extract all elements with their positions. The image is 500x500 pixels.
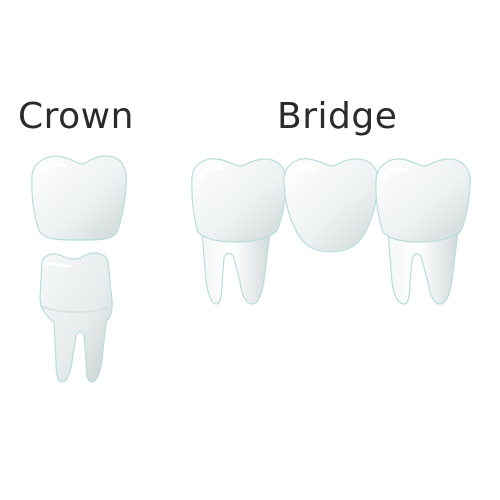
- crown-label: Crown: [18, 96, 134, 137]
- crown-cap: [31, 155, 127, 241]
- crown-prepared-tooth: [39, 252, 113, 383]
- bridge-right-tooth: [375, 158, 471, 305]
- bridge-pontic: [283, 158, 379, 253]
- bridge-label: Bridge: [277, 96, 398, 137]
- bridge-left-tooth: [191, 158, 287, 305]
